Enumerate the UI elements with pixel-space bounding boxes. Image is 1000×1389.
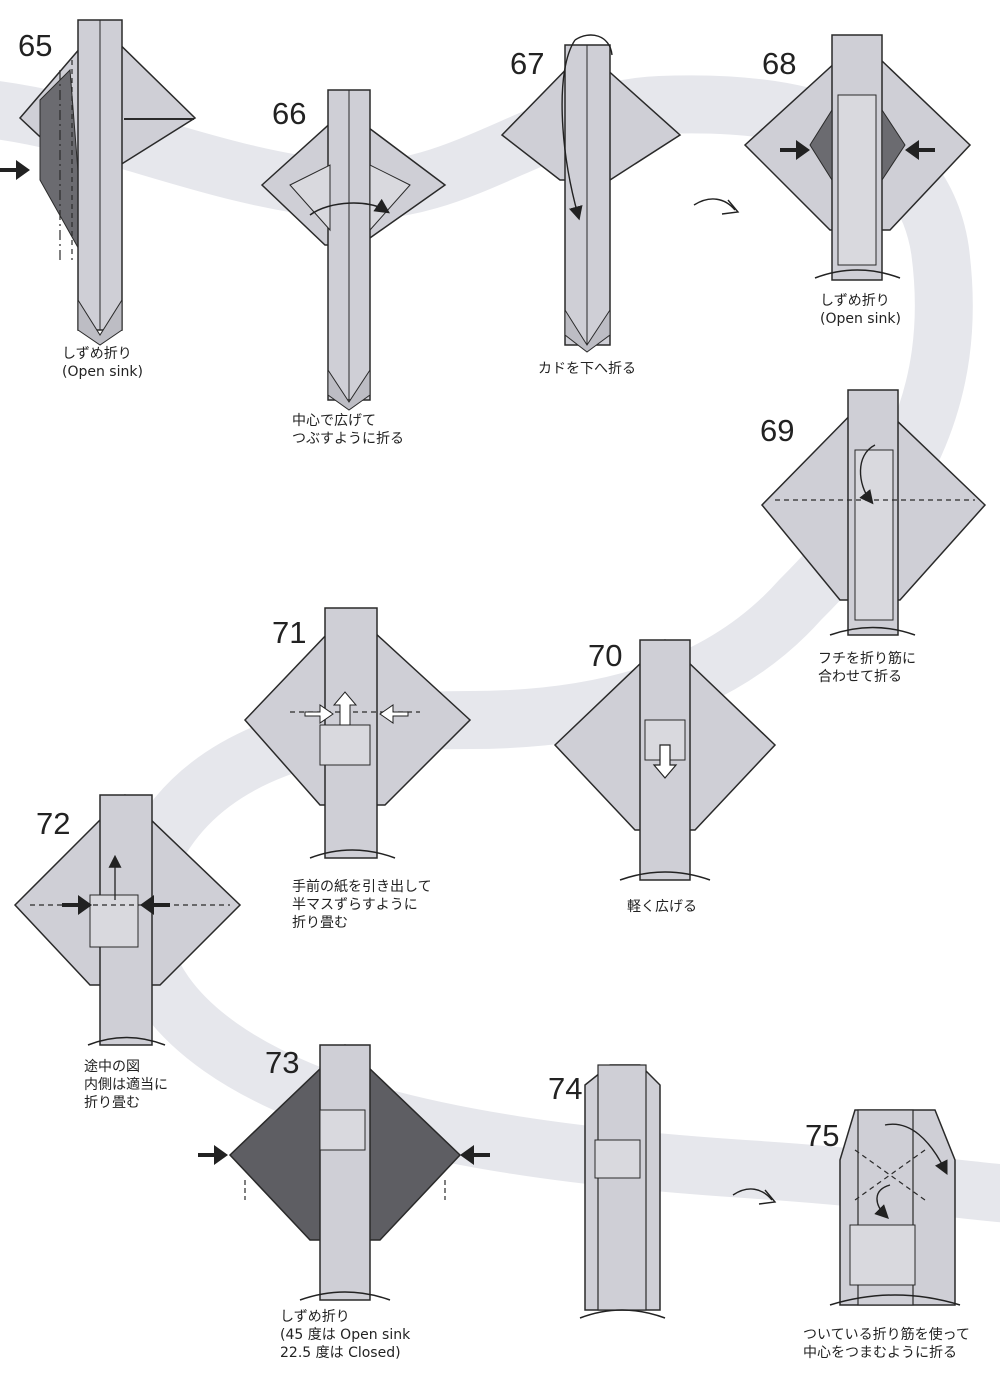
step-number: 65 xyxy=(18,28,53,63)
step-number: 67 xyxy=(510,46,545,81)
step-caption: 途中の図内側は適当に折り畳む xyxy=(84,1059,168,1111)
step-70-model xyxy=(553,638,777,881)
step-72-model xyxy=(13,793,242,1046)
step-caption: しずめ折り(Open sink) xyxy=(820,293,901,327)
step-68-model xyxy=(743,34,972,281)
step-number: 71 xyxy=(272,615,307,650)
step-caption: しずめ折り(Open sink) xyxy=(62,346,143,380)
step-73-model xyxy=(198,1043,490,1301)
step-74-model xyxy=(579,1064,777,1319)
step-number: 66 xyxy=(272,96,307,131)
step-65-model xyxy=(0,19,197,346)
step-number: 74 xyxy=(548,1071,583,1106)
step-caption: 中心で広げてつぶすように折る xyxy=(292,413,404,447)
step-67-model xyxy=(500,34,740,353)
step-caption: 手前の紙を引き出して半マスずらすように折り畳む xyxy=(292,879,432,931)
step-75-model xyxy=(829,1109,961,1306)
step-number: 75 xyxy=(805,1118,840,1153)
step-number: 70 xyxy=(588,638,623,673)
step-71-model xyxy=(243,607,472,859)
step-number: 68 xyxy=(762,46,797,81)
step-66-model xyxy=(260,89,447,411)
step-caption: 軽く広げる xyxy=(627,899,697,915)
step-number: 73 xyxy=(265,1045,300,1080)
step-number: 72 xyxy=(36,806,71,841)
step-caption: フチを折り筋に合わせて折る xyxy=(818,651,916,685)
step-caption: カドを下へ折る xyxy=(538,361,636,377)
step-69-model xyxy=(760,389,987,636)
step-caption: ついている折り筋を使って中心をつまむように折る xyxy=(803,1327,970,1361)
step-number: 69 xyxy=(760,413,795,448)
